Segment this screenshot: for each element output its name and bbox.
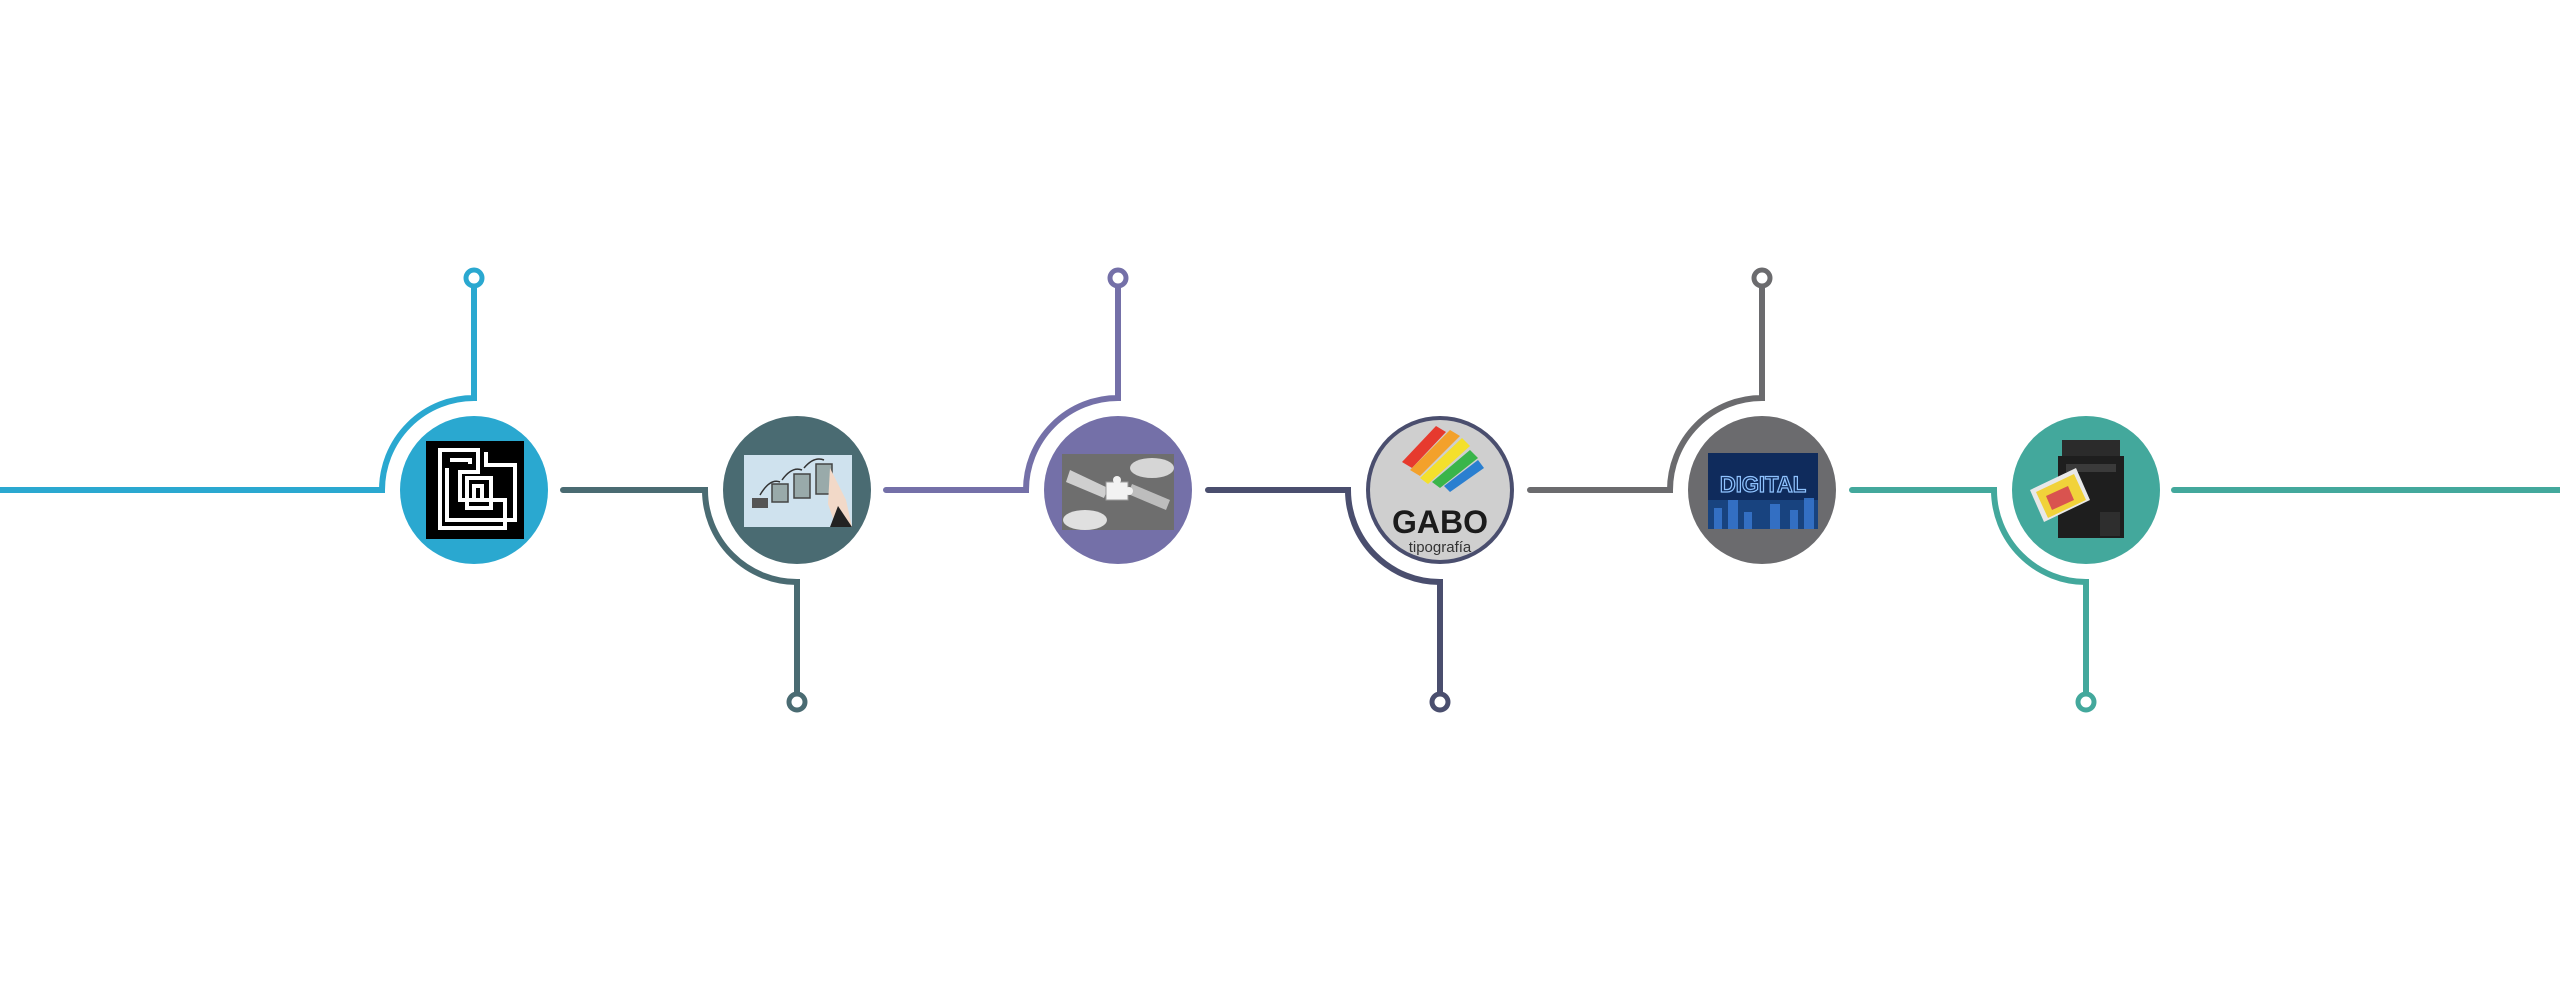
connector-line <box>1849 487 2089 700</box>
connector-line <box>0 280 477 493</box>
pin-marker-icon <box>2075 691 2097 713</box>
timeline-segment-3 <box>883 267 1192 564</box>
puzzle-photo-icon <box>1062 454 1174 530</box>
connector-line <box>1527 280 1765 493</box>
growth-chart-photo-icon <box>744 455 852 527</box>
connector-line <box>883 280 1121 493</box>
pin-marker-icon <box>463 267 485 289</box>
gabo-logo-text: GABO <box>1392 504 1488 540</box>
connector-line <box>560 487 800 700</box>
timeline-segment-5: DIGITAL <box>1527 267 1836 564</box>
timeline-segment-4: GABO tipografía <box>1205 416 1514 713</box>
digital-photo-icon: DIGITAL <box>1708 453 1818 529</box>
gabo-logo-tagline: tipografía <box>1409 539 1472 556</box>
pin-marker-icon <box>1751 267 1773 289</box>
pin-marker-icon <box>1429 691 1451 713</box>
printer-photo-icon <box>2030 440 2124 538</box>
timeline-segment-6 <box>1849 416 2160 713</box>
digital-photo-caption: DIGITAL <box>1720 472 1806 497</box>
bbg-logo-icon <box>426 441 524 539</box>
pin-marker-icon <box>786 691 808 713</box>
pin-marker-icon <box>1107 267 1129 289</box>
timeline-segment-2 <box>560 416 871 713</box>
timeline-segment-1 <box>0 267 548 564</box>
connector-line <box>1205 487 1443 700</box>
gabo-logo-icon: GABO tipografía <box>1370 420 1510 560</box>
